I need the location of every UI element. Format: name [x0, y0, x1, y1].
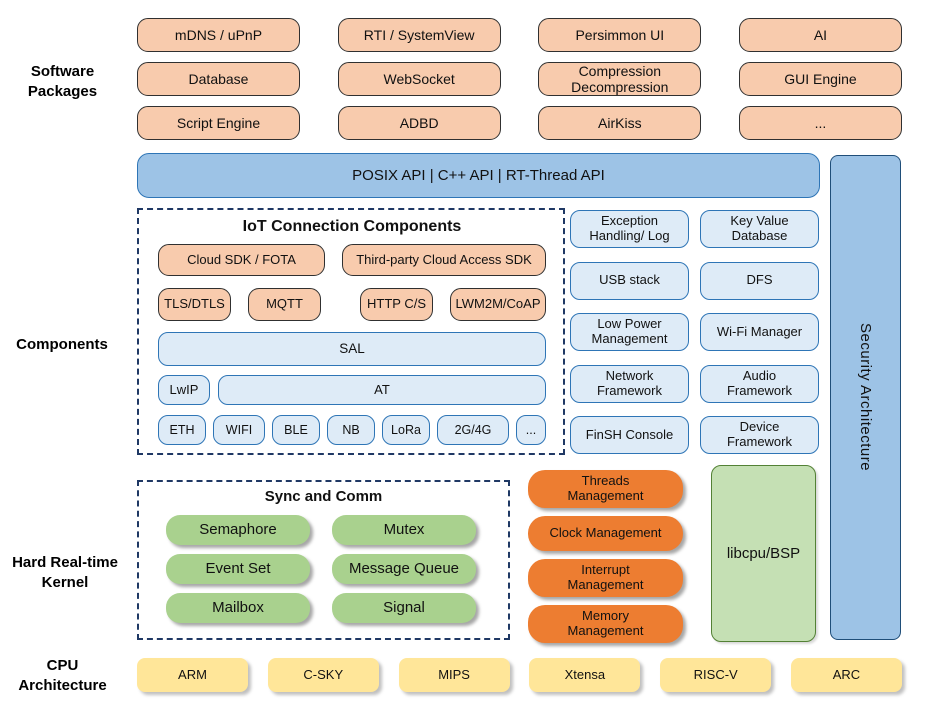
package-box-compression: Compression Decompression [538, 62, 702, 96]
software-packages-grid: mDNS / uPnP RTI / SystemView Persimmon U… [137, 18, 902, 140]
iot-box-lora: LoRa [382, 415, 430, 445]
security-architecture-label: Security Architecture [857, 323, 874, 472]
cpu-box-risc-v: RISC-V [660, 658, 772, 692]
iot-connection-components-box: IoT Connection Components Cloud SDK / FO… [137, 208, 565, 455]
iot-protocol-row: TLS/DTLS MQTT HTTP C/S LWM2M/CoAP [158, 288, 546, 321]
component-box-key-value-db: Key Value Database [700, 210, 819, 248]
iot-sal-row: SAL [158, 332, 546, 366]
package-box-mdns-upnp: mDNS / uPnP [137, 18, 300, 52]
cpu-box-c-sky: C-SKY [267, 658, 379, 692]
component-box-finsh-console: FinSH Console [570, 416, 689, 454]
iot-box-http-cs: HTTP C/S [360, 288, 433, 321]
cpu-box-xtensa: Xtensa [529, 658, 641, 692]
iot-box-eth: ETH [158, 415, 206, 445]
package-box-ai: AI [738, 18, 902, 52]
package-box-database: Database [137, 62, 300, 96]
package-box-gui-engine: GUI Engine [738, 62, 902, 96]
iot-box-tls-dtls: TLS/DTLS [158, 288, 231, 321]
cpu-architecture-row: ARM C-SKY MIPS Xtensa RISC-V ARC [137, 658, 902, 692]
kernel-box-interrupt-management: Interrupt Management [528, 559, 683, 597]
cpu-box-mips: MIPS [398, 658, 510, 692]
component-box-usb-stack: USB stack [570, 261, 689, 300]
package-box-more: ... [738, 106, 902, 140]
component-box-wifi-manager: Wi-Fi Manager [700, 313, 819, 351]
component-box-device-framework: Device Framework [700, 416, 819, 454]
iot-box-title: IoT Connection Components [242, 218, 462, 235]
package-box-airkiss: AirKiss [538, 106, 702, 140]
kernel-management-column: Threads Management Clock Management Inte… [528, 470, 683, 643]
security-architecture-bar: Security Architecture [830, 155, 901, 640]
component-box-exception-log: Exception Handling/ Log [570, 210, 689, 248]
kernel-box-threads-management: Threads Management [528, 470, 683, 508]
cpu-box-arc: ARC [790, 658, 902, 692]
sync-and-comm-box: Sync and Comm Semaphore Mutex Event Set … [137, 480, 510, 640]
components-grid: Exception Handling/ Log Key Value Databa… [570, 210, 819, 454]
sync-box-title: Sync and Comm [264, 488, 383, 505]
iot-sdk-row: Cloud SDK / FOTA Third-party Cloud Acces… [158, 244, 546, 276]
section-label-software-packages: Software Packages [27, 63, 98, 100]
component-box-network-framework: Network Framework [570, 364, 689, 403]
iot-box-at: AT [218, 375, 546, 405]
iot-box-nb: NB [327, 415, 375, 445]
kernel-box-clock-management: Clock Management [528, 516, 683, 551]
iot-box-more: ... [516, 415, 546, 445]
iot-box-2g4g: 2G/4G [437, 415, 509, 445]
iot-box-mqtt: MQTT [248, 288, 321, 321]
package-box-websocket: WebSocket [337, 62, 501, 96]
sync-box-mutex: Mutex [332, 515, 476, 545]
iot-box-cloud-sdk-fota: Cloud SDK / FOTA [158, 244, 325, 276]
sync-box-message-queue: Message Queue [332, 554, 476, 584]
package-box-rti-systemview: RTI / SystemView [337, 18, 501, 52]
libcpu-bsp-box: libcpu/BSP [711, 465, 816, 642]
kernel-box-memory-management: Memory Management [528, 605, 683, 643]
package-box-persimmon-ui: Persimmon UI [538, 18, 702, 52]
sync-box-semaphore: Semaphore [166, 515, 310, 545]
section-label-components: Components [16, 336, 108, 353]
component-box-audio-framework: Audio Framework [700, 364, 819, 403]
sync-grid: Semaphore Mutex Event Set Message Queue … [166, 515, 476, 623]
package-box-adbd: ADBD [337, 106, 501, 140]
iot-box-thirdparty-cloud: Third-party Cloud Access SDK [342, 244, 546, 276]
sync-box-signal: Signal [332, 593, 476, 623]
iot-box-wifi: WIFI [213, 415, 265, 445]
iot-box-lwip: LwIP [158, 375, 210, 405]
api-bar: POSIX API | C++ API | RT-Thread API [137, 153, 820, 198]
sync-box-event-set: Event Set [166, 554, 310, 584]
iot-link-row: ETH WIFI BLE NB LoRa 2G/4G ... [158, 415, 546, 445]
section-label-kernel: Hard Real-time Kernel [12, 554, 118, 591]
iot-box-ble: BLE [272, 415, 320, 445]
iot-box-sal: SAL [158, 332, 546, 366]
iot-stack-row: LwIP AT [158, 375, 546, 405]
section-label-cpu-architecture: CPU Architecture [18, 657, 107, 694]
component-box-dfs: DFS [700, 261, 819, 300]
sync-box-mailbox: Mailbox [166, 593, 310, 623]
component-box-low-power: Low Power Management [570, 313, 689, 351]
iot-box-lwm2m-coap: LWM2M/CoAP [450, 288, 546, 321]
cpu-box-arm: ARM [137, 658, 248, 692]
package-box-script-engine: Script Engine [137, 106, 300, 140]
